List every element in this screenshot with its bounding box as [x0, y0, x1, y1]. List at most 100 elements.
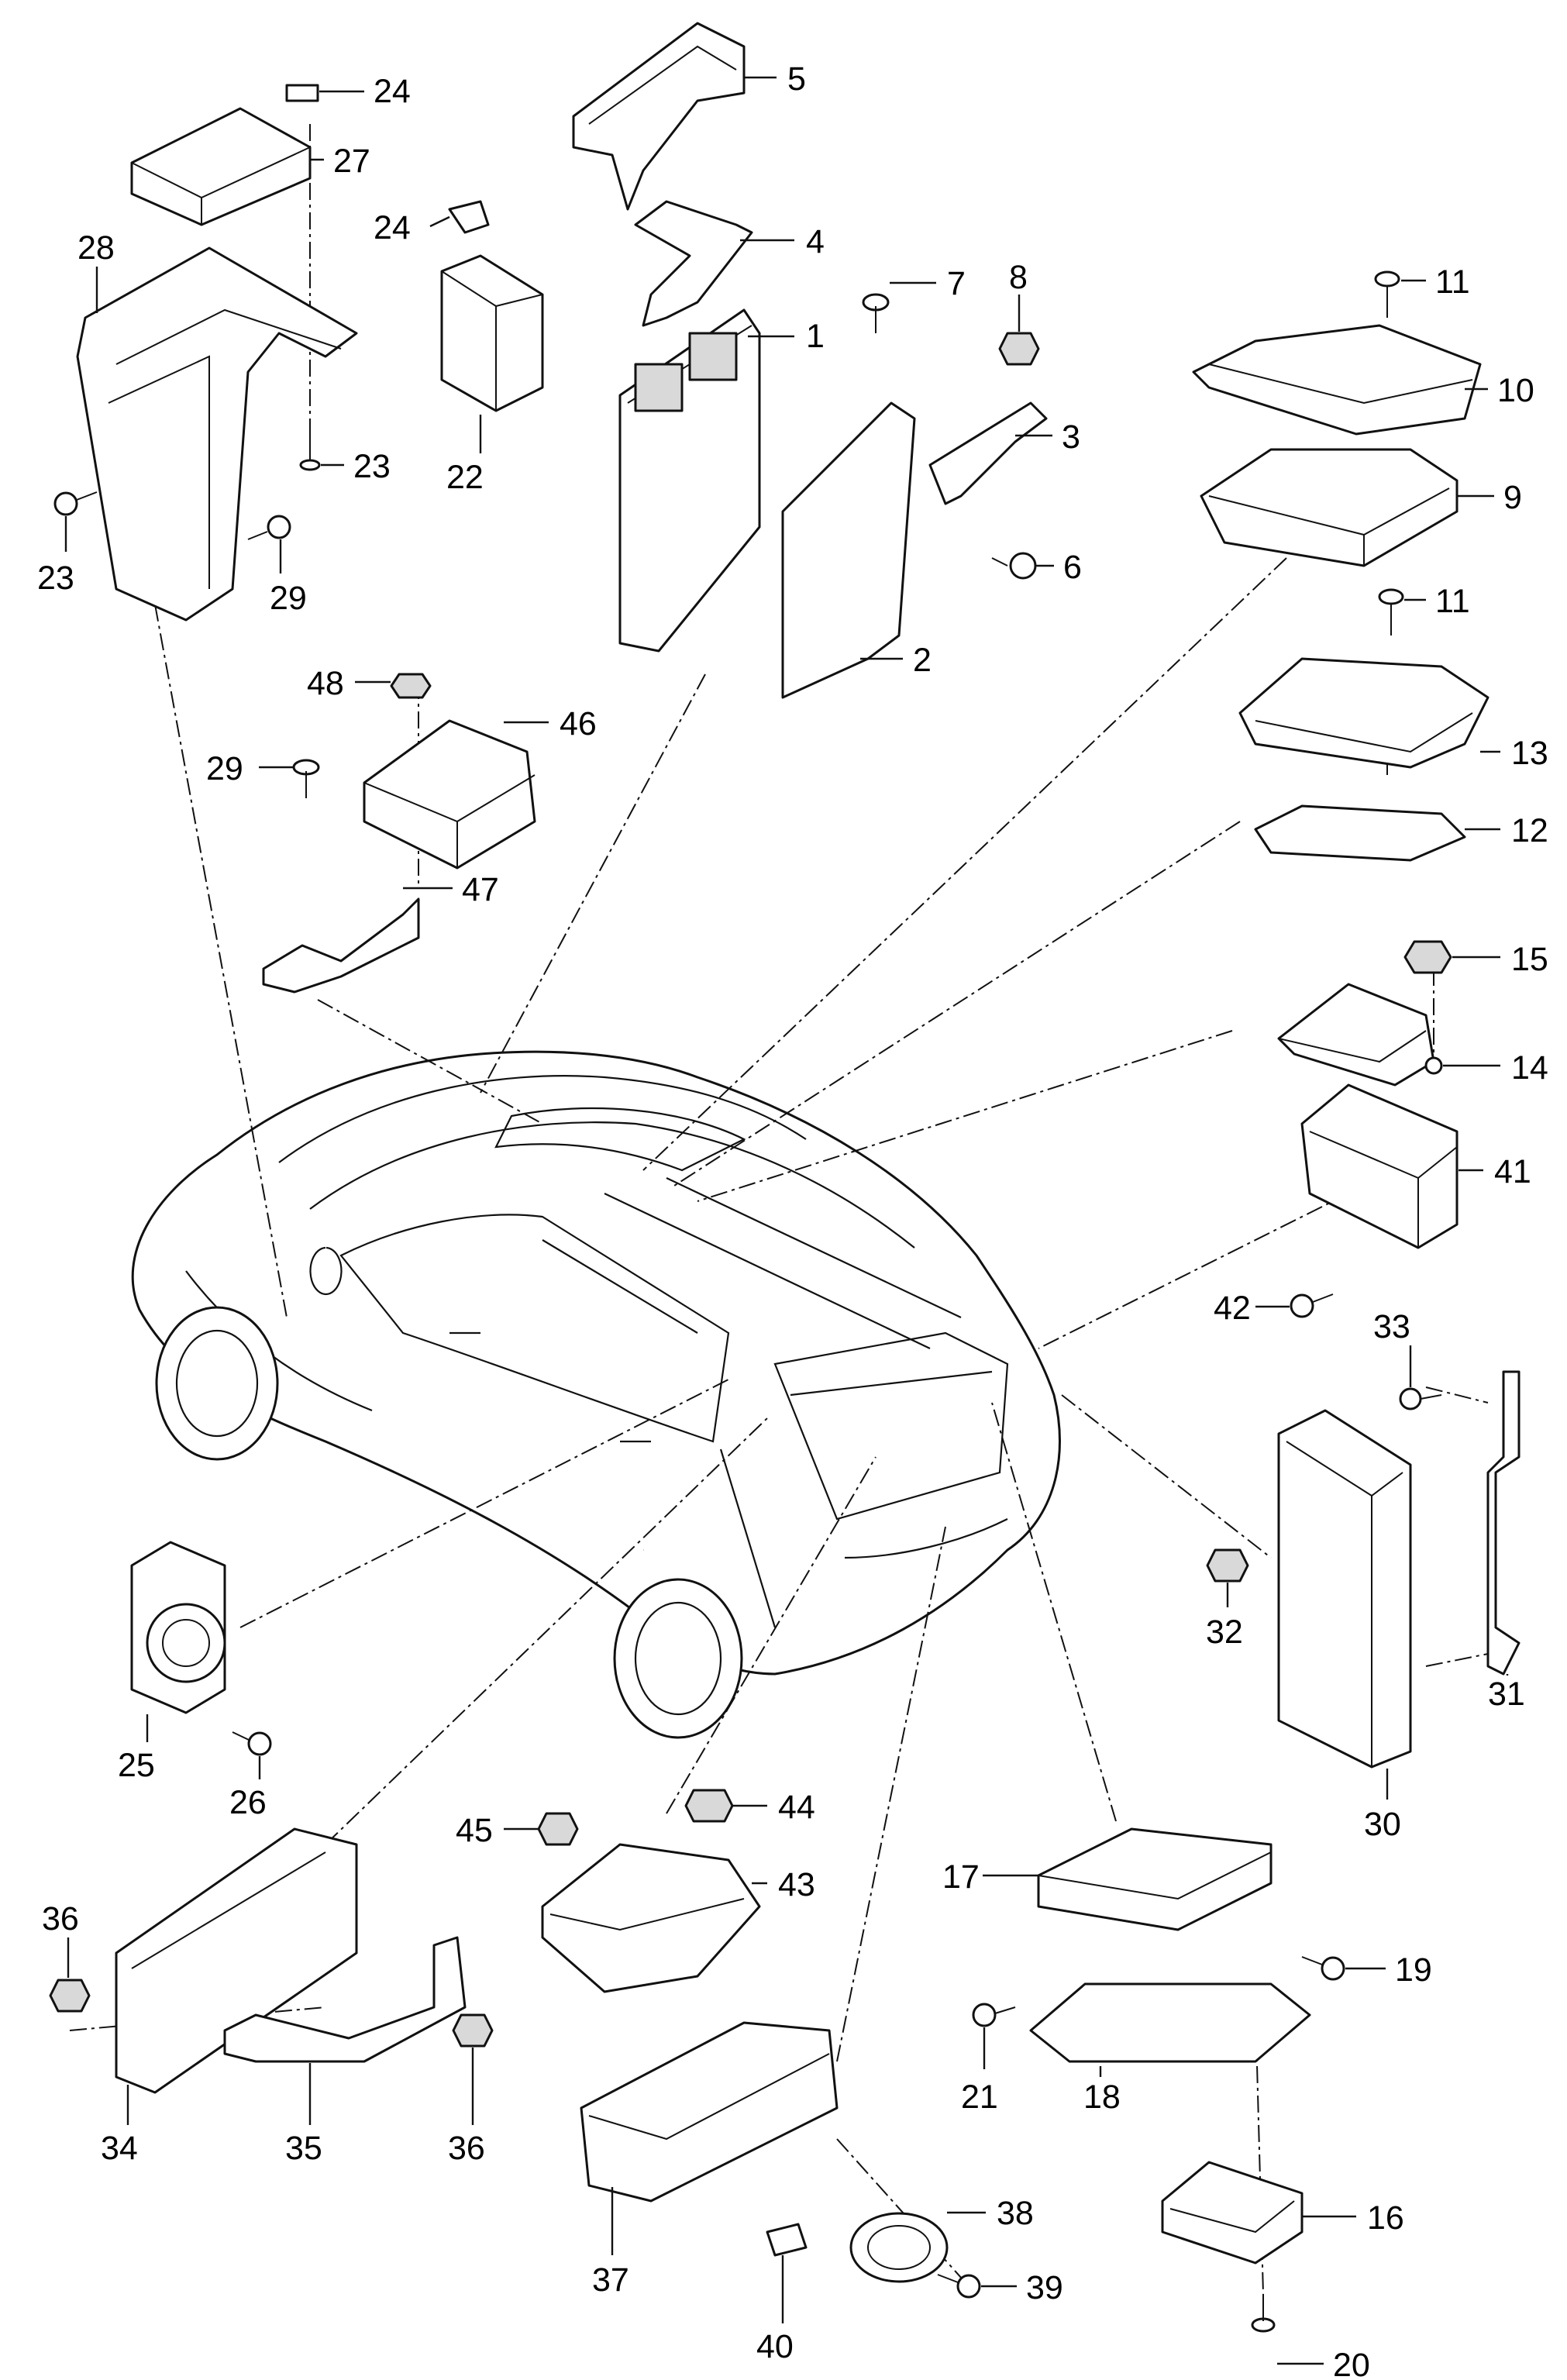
part-14-control-unit	[1277, 983, 1443, 1087]
callout-p32: 32	[1206, 1614, 1243, 1651]
part-12-control-unit	[1254, 804, 1466, 862]
callout-p31: 31	[1488, 1676, 1525, 1713]
callout-p46: 46	[560, 705, 597, 742]
part-29-screw	[292, 759, 320, 798]
part-2-shield	[781, 401, 916, 699]
part-8-nut	[998, 332, 1040, 366]
callout-p7: 7	[947, 265, 966, 302]
callout-p8: 8	[1009, 259, 1028, 296]
callout-p35: 35	[285, 2130, 322, 2167]
part-25-speaker	[130, 1541, 226, 1714]
part-29-screw	[247, 515, 291, 540]
part-23-screw	[53, 491, 98, 516]
callout-p34: 34	[101, 2130, 138, 2167]
part-1-engine-control-unit	[618, 308, 761, 653]
callout-p40: 40	[756, 2328, 794, 2365]
part-38-buzzer	[849, 2212, 949, 2283]
callout-p30: 30	[1364, 1806, 1401, 1843]
part-21-screw	[972, 2003, 1016, 2027]
callout-p25: 25	[118, 1747, 155, 1784]
part-10-cover	[1192, 324, 1482, 436]
leader-line-p24b	[429, 215, 450, 228]
part-3-bracket	[928, 401, 1048, 505]
callout-p18: 18	[1083, 2079, 1121, 2116]
part-30-control-unit	[1277, 1409, 1412, 1769]
part-45-nut	[537, 1812, 579, 1846]
callout-p11b: 11	[1435, 583, 1470, 620]
part-23-screw	[299, 434, 321, 471]
part-34-control-unit	[115, 1827, 358, 2094]
part-7-bolt	[862, 293, 890, 333]
callout-p19: 19	[1395, 1951, 1432, 1989]
callout-p43: 43	[778, 1866, 815, 1903]
callout-p21: 21	[961, 2079, 998, 2116]
part-11-bolt	[1374, 270, 1400, 318]
part-41-control-unit	[1300, 1083, 1459, 1249]
part-32-nut	[1206, 1548, 1249, 1583]
part-42-screw	[1290, 1293, 1334, 1318]
part-17-control-unit	[1037, 1827, 1273, 1931]
callout-p45: 45	[456, 1812, 493, 1849]
callout-p1: 1	[806, 318, 825, 355]
callout-p11a: 11	[1435, 263, 1470, 301]
callout-p41: 41	[1494, 1153, 1531, 1190]
vehicle-illustration	[131, 1050, 1061, 1739]
callout-p44: 44	[778, 1789, 815, 1826]
part-15-nut	[1403, 940, 1452, 974]
part-5-cover	[572, 22, 746, 211]
callout-p33: 33	[1373, 1308, 1410, 1345]
callout-p26: 26	[229, 1784, 267, 1821]
callout-p36b: 36	[448, 2130, 485, 2167]
callout-p23a: 23	[353, 448, 391, 485]
part-37-control-unit	[580, 2021, 839, 2203]
part-33-screw	[1399, 1387, 1442, 1410]
callout-p22: 22	[446, 459, 484, 496]
part-46-control-unit	[363, 719, 536, 870]
callout-p13: 13	[1511, 735, 1548, 772]
part-27-control-module	[130, 107, 312, 226]
part-35-bracket	[223, 1936, 467, 2063]
callout-p47: 47	[462, 871, 499, 908]
callout-p29b: 29	[206, 750, 243, 787]
part-24-clip	[285, 84, 319, 102]
part-6-bolt	[991, 552, 1037, 580]
callout-p5: 5	[787, 60, 806, 98]
part-20-screw	[1251, 2294, 1276, 2333]
callout-p6: 6	[1063, 549, 1082, 586]
part-13-cover	[1238, 657, 1490, 769]
part-43-control-unit	[541, 1843, 761, 1993]
callout-p29a: 29	[270, 580, 307, 617]
callout-p36a: 36	[42, 1900, 79, 1937]
callout-p15: 15	[1511, 941, 1548, 978]
callout-p20: 20	[1333, 2347, 1370, 2380]
part-4-bracket	[634, 200, 753, 327]
callout-p9: 9	[1503, 479, 1522, 516]
callout-p14: 14	[1511, 1049, 1548, 1087]
part-47-bracket	[262, 897, 420, 994]
callout-p27: 27	[333, 143, 370, 180]
callout-p28: 28	[77, 229, 115, 267]
part-39-screw	[937, 2274, 981, 2299]
part-26-screw	[232, 1731, 272, 1756]
part-11-bolt	[1378, 588, 1404, 635]
callout-p48: 48	[307, 665, 344, 702]
callout-p10: 10	[1497, 372, 1534, 409]
callout-p23b: 23	[37, 560, 74, 597]
callout-p12: 12	[1511, 812, 1548, 849]
callout-p24b: 24	[374, 209, 411, 246]
callout-p39: 39	[1026, 2269, 1063, 2306]
part-18-bracket	[1029, 1982, 1311, 2063]
callout-p37: 37	[592, 2261, 629, 2299]
part-22-relay-box	[440, 254, 544, 412]
part-28-mounting-bracket	[76, 246, 358, 622]
callout-p2: 2	[913, 642, 932, 679]
part-40-clip	[766, 2223, 808, 2257]
callout-p4: 4	[806, 223, 825, 260]
callout-p17: 17	[942, 1858, 980, 1896]
part-31-bracket	[1486, 1370, 1521, 1676]
callout-p3: 3	[1062, 418, 1080, 456]
callout-p24a: 24	[374, 73, 411, 110]
callout-p16: 16	[1367, 2199, 1404, 2237]
